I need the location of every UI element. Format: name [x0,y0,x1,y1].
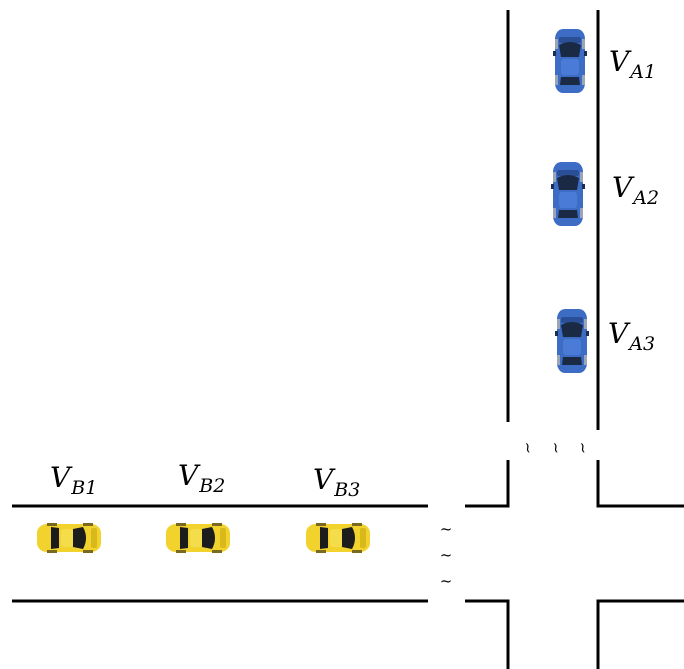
label-vehicle-b3: VB3 [313,463,361,501]
gap-mark-b-2: ~ [440,546,453,564]
gap-mark-a-1: ~ [518,440,538,456]
intersection-corner-bottom-right [596,599,684,669]
intersection-corner-top-right [596,460,684,508]
gap-mark-b-1: ~ [440,520,453,538]
gap-mark-a-2: ~ [546,440,566,456]
gap-mark-a-3: ~ [573,440,593,456]
label-vehicle-b2: VB2 [178,459,226,497]
label-vehicle-a3: VA3 [608,317,656,355]
yellow-car-icon [306,523,370,553]
blue-car-icon [555,309,589,373]
intersection-corner-bottom-left [465,599,510,669]
label-vehicle-a2: VA2 [612,171,660,209]
intersection-corner-top-left [465,460,510,508]
label-vehicle-a1: VA1 [609,45,657,83]
gap-mark-b-3: ~ [440,572,453,590]
label-vehicle-b1: VB1 [50,461,98,499]
blue-car-icon [551,162,585,226]
blue-car-icon [553,29,587,93]
yellow-car-icon [166,523,230,553]
yellow-car-icon [37,523,101,553]
